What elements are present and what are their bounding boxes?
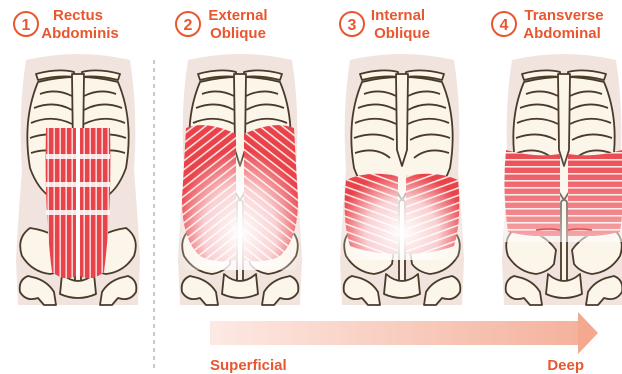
external-oblique-muscle — [180, 120, 300, 270]
number-1: 1 — [22, 17, 31, 34]
heading-transverse-abdominal: 4 Transverse Abdominal — [492, 7, 604, 42]
heading-internal-oblique: 3 Internal Oblique — [340, 7, 430, 42]
heading-external-oblique: 2 External Oblique — [176, 7, 268, 42]
panel-internal-oblique — [340, 54, 464, 305]
label-internal-line1: Internal — [371, 7, 425, 24]
panel-external-oblique — [178, 54, 302, 305]
label-transverse-line2: Abdominal — [523, 25, 601, 42]
panel-transverse-abdominal — [502, 54, 622, 305]
heading-rectus-abdominis: 1 Rectus Abdominis — [14, 7, 119, 42]
depth-label-superficial: Superficial — [210, 357, 287, 374]
transverse-abdominal-muscle — [504, 146, 622, 242]
internal-oblique-muscle — [342, 150, 462, 260]
number-3: 3 — [348, 17, 357, 34]
label-external-line1: External — [208, 7, 267, 24]
label-rectus-line2: Abdominis — [41, 25, 119, 42]
arrow-head — [578, 312, 598, 354]
depth-label-deep: Deep — [547, 357, 584, 374]
rectus-abdominis-muscle — [46, 128, 111, 278]
label-external-line2: Oblique — [210, 25, 266, 42]
label-transverse-line1: Transverse — [524, 7, 603, 24]
depth-arrow — [210, 312, 598, 354]
number-4: 4 — [500, 17, 509, 34]
label-rectus-line1: Rectus — [53, 7, 103, 24]
panel-rectus-abdominis — [16, 54, 140, 305]
label-internal-line2: Oblique — [374, 25, 430, 42]
number-2: 2 — [184, 17, 193, 34]
